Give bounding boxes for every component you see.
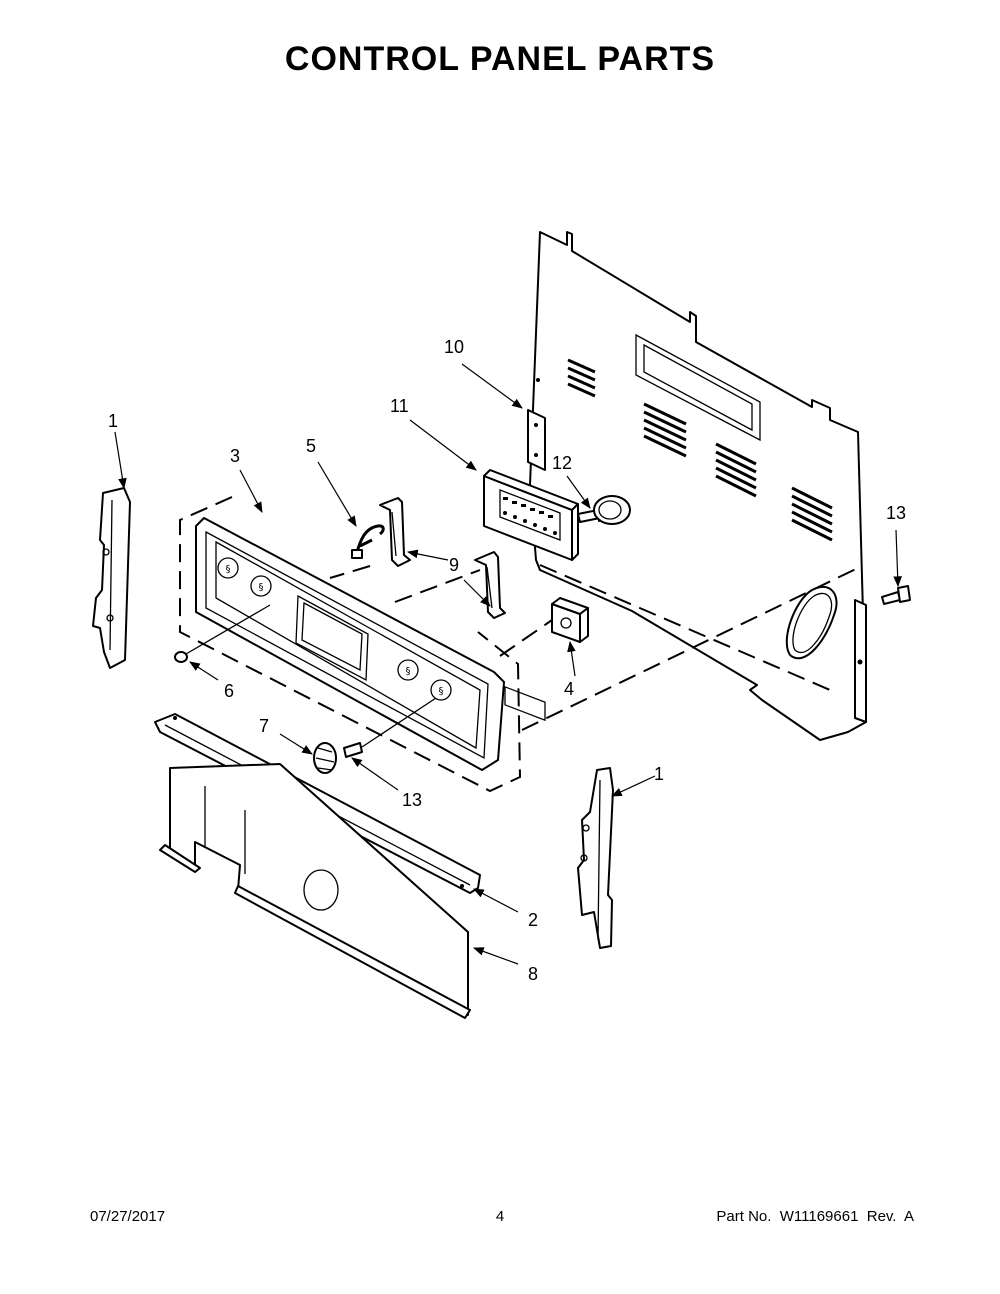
svg-text:§: § xyxy=(439,686,444,697)
callout-1-left: 1 xyxy=(108,411,118,431)
callout-10: 10 xyxy=(444,337,464,357)
bracket-upper xyxy=(379,497,411,567)
panel-screw-right xyxy=(881,585,911,605)
vent-slots-4 xyxy=(791,486,833,542)
footer-date: 07/27/2017 xyxy=(90,1208,166,1225)
callout-6: 6 xyxy=(224,681,234,701)
control-panel-console: § § § § xyxy=(195,517,505,771)
bracket-lower xyxy=(474,551,506,619)
leader-lines xyxy=(114,363,902,965)
callout-4: 4 xyxy=(564,679,574,699)
right-end-cap xyxy=(577,767,614,949)
callout-5: 5 xyxy=(306,436,316,456)
left-end-cap xyxy=(92,487,131,669)
callout-1-right: 1 xyxy=(654,764,664,784)
footer-part-number: Part No. W11169661 Rev. A xyxy=(716,1208,914,1225)
callout-13-bottom: 13 xyxy=(402,790,422,810)
assembly-dash-lines xyxy=(179,496,861,793)
wire-harness xyxy=(351,524,385,559)
callout-7: 7 xyxy=(259,716,269,736)
vent-slots-2 xyxy=(643,402,687,458)
control-knob xyxy=(313,742,337,774)
callout-11: 11 xyxy=(390,396,409,416)
electronic-control-board xyxy=(483,469,579,722)
callout-2: 2 xyxy=(528,910,538,930)
callout-12: 12 xyxy=(552,453,572,473)
callout-3: 3 xyxy=(230,446,240,466)
callout-13-top: 13 xyxy=(886,503,906,523)
callout-labels: 1 3 5 10 11 12 9 13 4 6 7 13 1 2 8 xyxy=(108,337,906,984)
small-screw-left xyxy=(174,604,271,663)
vent-slots-1 xyxy=(567,358,596,398)
knob-shaft-screw xyxy=(343,697,437,758)
callout-8: 8 xyxy=(528,964,538,984)
svg-text:§: § xyxy=(259,582,264,593)
vent-slots-3 xyxy=(715,442,757,498)
footer-page-number: 4 xyxy=(495,1208,505,1225)
page-title: CONTROL PANEL PARTS xyxy=(284,40,716,78)
heat-shield xyxy=(159,763,471,1019)
rear-console-panel xyxy=(527,231,867,741)
svg-text:§: § xyxy=(226,564,231,575)
grommet xyxy=(593,495,631,525)
svg-text:§: § xyxy=(406,666,411,677)
infinite-switch xyxy=(551,597,589,643)
oval-cutout xyxy=(785,585,838,660)
callout-9: 9 xyxy=(449,555,459,575)
